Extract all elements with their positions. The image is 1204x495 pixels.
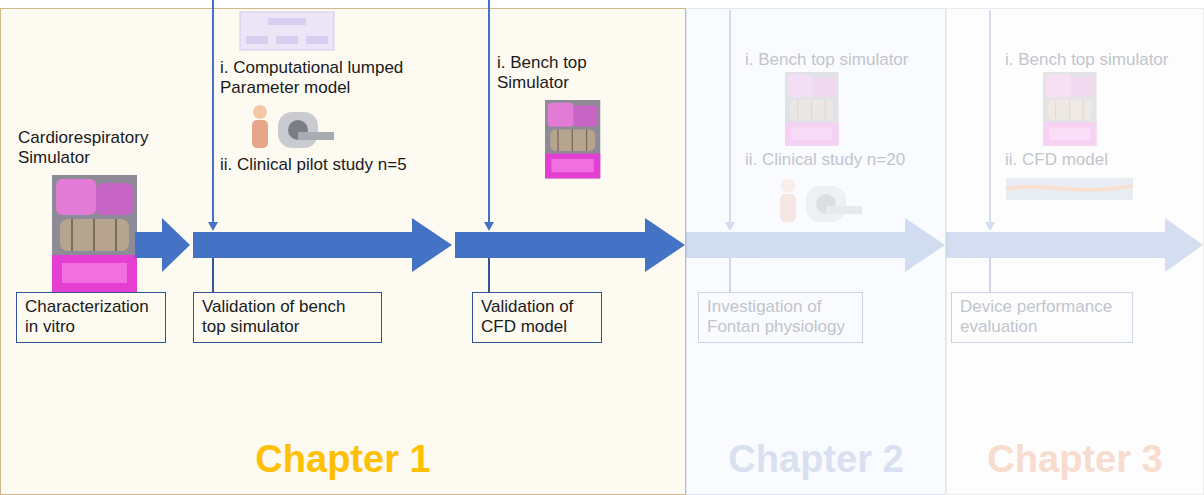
stage-box: Validation of bench top simulator: [193, 292, 382, 343]
faded-group: [946, 10, 1203, 292]
box-text: Device performance evaluation: [960, 297, 1124, 338]
stage-tick: [212, 258, 214, 292]
stage-box: Investigation of Fontan physiology: [698, 292, 863, 343]
annotation-label: i. Bench top simulator: [1005, 50, 1168, 70]
clinical-icon: [252, 105, 334, 148]
annotation-label: Cardiorespiratory Simulator: [18, 128, 178, 169]
model-schematic: [240, 12, 334, 50]
annotation-label: i. Bench top Simulator: [497, 53, 627, 94]
chapter-band: Chapter 2 Investigation of Fontan physiol…: [686, 8, 946, 495]
flow-arrow: [686, 218, 945, 272]
input-arrowhead: [725, 222, 735, 231]
flow-arrow: [946, 218, 1203, 272]
chapter-band: Chapter 3 Device performance evaluation: [946, 8, 1204, 495]
chapter-band-ground: [947, 9, 1204, 495]
chapter-title: Chapter 2: [686, 438, 946, 481]
box-text: Validation of CFD model: [481, 297, 593, 338]
annotation-label: ii. Clinical pilot study n=5: [220, 155, 407, 175]
clinical-icon: [780, 179, 862, 222]
input-line: [212, 0, 214, 222]
chapter-band-ground: [687, 9, 946, 495]
input-line: [488, 0, 490, 222]
box-text: Characterization in vitro: [25, 297, 157, 338]
annotation-label: i. Computational lumped Parameter model: [220, 58, 435, 99]
simulator-photo: [545, 100, 600, 178]
stage-tick: [989, 258, 991, 292]
simulator-photo: [785, 72, 839, 146]
flow-arrow: [135, 218, 190, 272]
input-arrowhead: [985, 222, 995, 231]
model-schematic-block: [276, 36, 298, 44]
annotation-label: ii. Clinical study n=20: [745, 150, 905, 170]
annotation-label: i. Bench top simulator: [745, 50, 908, 70]
annotation-label: ii. CFD model: [1005, 150, 1108, 170]
stage-box: Validation of CFD model: [472, 292, 602, 343]
box-text: Validation of bench top simulator: [202, 297, 373, 338]
flow-arrow: [193, 218, 452, 272]
input-line: [729, 10, 731, 222]
chapter-title: Chapter 3: [946, 438, 1204, 481]
model-schematic-block: [306, 36, 328, 44]
faded-group: [686, 10, 945, 292]
chapter-band-ground: [1, 9, 686, 495]
input-arrowhead: [484, 222, 494, 231]
chapter-title: Chapter 1: [0, 438, 686, 481]
input-line: [989, 10, 991, 222]
stage-tick: [729, 258, 731, 292]
stage-box: Characterization in vitro: [16, 292, 166, 343]
input-arrowhead: [208, 222, 218, 231]
stage-box: Device performance evaluation: [951, 292, 1133, 343]
stage-tick: [488, 258, 490, 292]
simulator-photo: [1043, 72, 1097, 146]
model-schematic-block: [246, 36, 268, 44]
simulator-photo: [52, 175, 137, 292]
cfd-image: [1006, 178, 1133, 200]
box-text: Investigation of Fontan physiology: [707, 297, 854, 338]
cfd-streamline: [1006, 186, 1133, 190]
model-schematic-block: [268, 18, 306, 25]
